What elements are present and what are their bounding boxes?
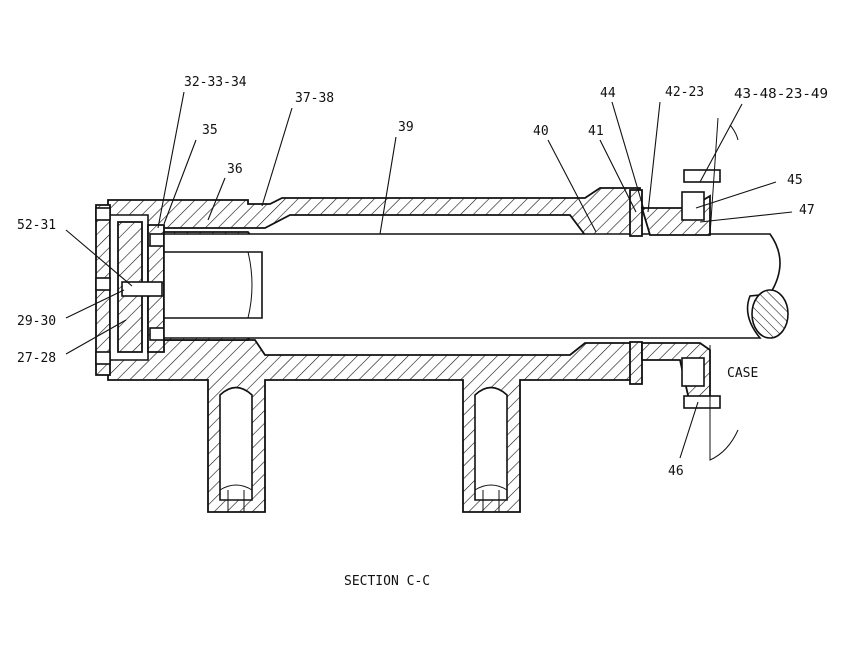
end-bolt-bottom — [95, 351, 111, 365]
section-title: SECTION C-C — [344, 574, 430, 589]
callout-46: 46 — [668, 464, 684, 479]
case-outline-lower — [709, 345, 739, 461]
callout-37-38: 37-38 — [295, 91, 334, 106]
leader-27-28 — [65, 319, 127, 355]
callout-47: 47 — [799, 203, 815, 218]
housing-upper-wall — [107, 187, 641, 236]
flange-bolt-top — [683, 169, 721, 183]
shaft-section-end — [751, 289, 789, 339]
case-outline-upper — [709, 117, 739, 236]
flange-bolt-bottom — [683, 395, 721, 409]
leader-32-33-34 — [157, 91, 185, 229]
leader-47 — [699, 211, 793, 223]
roller-upper — [681, 191, 705, 221]
callout-42-23: 42-23 — [665, 85, 704, 100]
leader-40 — [547, 139, 597, 233]
leader-42-23 — [647, 101, 661, 213]
leader-46 — [679, 401, 699, 459]
end-bolt-top — [95, 207, 111, 221]
leader-41 — [599, 139, 637, 213]
callout-45: 45 — [787, 173, 803, 188]
leader-44 — [611, 101, 645, 211]
leader-35 — [163, 139, 197, 225]
rib-foot-left — [219, 484, 253, 512]
callout-41: 41 — [588, 124, 604, 139]
end-bolt-mid — [95, 277, 111, 291]
shaft-bore — [163, 251, 263, 319]
leader-37-38 — [261, 107, 293, 207]
callout-43-48-23-49: 43-48-23-49 — [734, 87, 828, 102]
leader-52-31 — [65, 229, 133, 287]
housing-lower-wall — [107, 339, 641, 513]
rib-hollow-right — [474, 386, 508, 501]
leader-39 — [379, 136, 397, 235]
plate-bolt-center — [121, 281, 163, 297]
case-label: CASE — [727, 366, 758, 381]
shaft-break-line — [247, 251, 253, 319]
leader-36 — [207, 177, 226, 221]
rib-foot-right — [474, 484, 508, 512]
roller-lower — [681, 357, 705, 387]
callout-35: 35 — [202, 123, 218, 138]
leader-45 — [695, 181, 777, 209]
callout-39: 39 — [398, 120, 414, 135]
callout-44: 44 — [600, 86, 616, 101]
callout-27-28: 27-28 — [17, 351, 56, 366]
callout-32-33-34: 32-33-34 — [184, 75, 247, 90]
leader-29-30 — [65, 289, 125, 319]
callout-40: 40 — [533, 124, 549, 139]
rib-hollow-left — [219, 386, 253, 501]
callout-29-30: 29-30 — [17, 314, 56, 329]
seal-ring-lower — [629, 341, 643, 385]
leader-43-48-23-49 — [699, 103, 743, 183]
callout-52-31: 52-31 — [17, 218, 56, 233]
callout-36: 36 — [227, 162, 243, 177]
